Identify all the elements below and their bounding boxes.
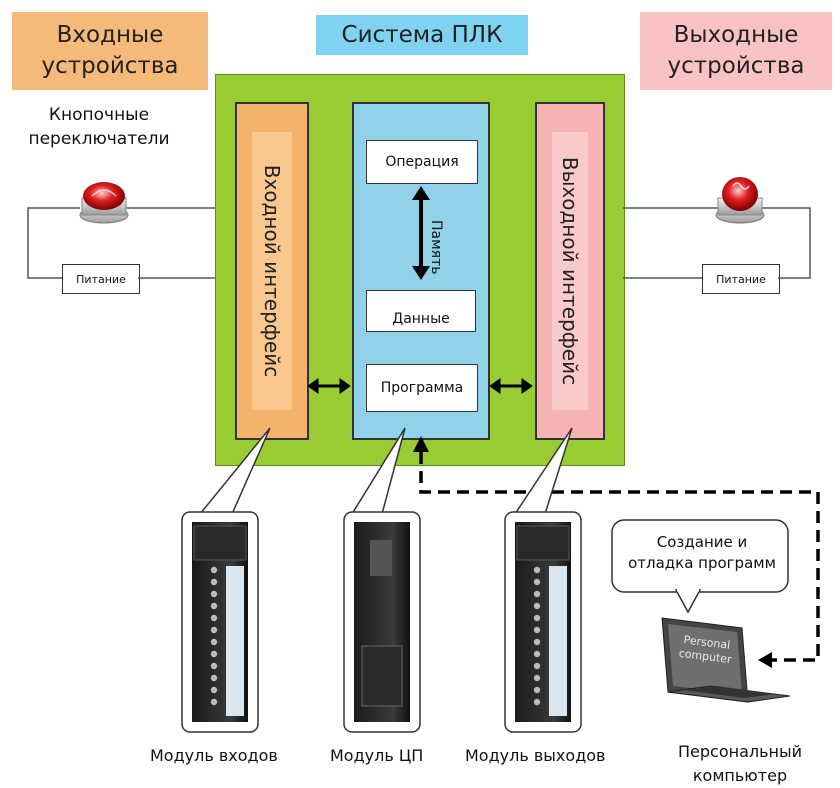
red-pushbutton-icon bbox=[79, 182, 129, 224]
module-callouts bbox=[198, 427, 573, 515]
input-module-caption: Модуль входов bbox=[150, 746, 278, 765]
terminal-screw bbox=[210, 566, 218, 574]
pc-caption: Персональный компьютер bbox=[677, 742, 803, 785]
terminal-screw bbox=[210, 650, 218, 658]
cpu-module-caption: Модуль ЦП bbox=[330, 746, 424, 765]
terminal-screw bbox=[210, 638, 218, 646]
pushbutton-label: Кнопочные переключатели bbox=[28, 105, 170, 149]
interface-arrows bbox=[307, 378, 533, 394]
output-devices-header: Выходные устройства bbox=[640, 12, 832, 90]
output-module-image bbox=[504, 511, 582, 733]
terminal-screw bbox=[533, 590, 541, 598]
operation-box: Операция bbox=[366, 140, 478, 184]
terminal-screw bbox=[533, 686, 541, 694]
terminal-screw bbox=[210, 674, 218, 682]
terminal-screw bbox=[533, 674, 541, 682]
terminal-screw bbox=[533, 602, 541, 610]
input-devices-header: Входные устройства bbox=[12, 12, 208, 90]
terminal-screw bbox=[533, 578, 541, 586]
plc-system-header: Система ПЛК bbox=[316, 15, 528, 55]
terminal-screw bbox=[210, 590, 218, 598]
terminal-screw bbox=[533, 626, 541, 634]
terminal-screw bbox=[533, 662, 541, 670]
module-terminals bbox=[210, 566, 541, 706]
cpu-module-image bbox=[343, 511, 421, 733]
terminal-screw bbox=[533, 638, 541, 646]
pc-connection-dashed bbox=[419, 452, 820, 662]
terminal-screw bbox=[210, 698, 218, 706]
output-interface: Выходной интерфейс bbox=[535, 102, 605, 440]
input-wiring bbox=[27, 207, 215, 279]
input-power-box: Питание bbox=[62, 264, 140, 294]
terminal-screw bbox=[533, 650, 541, 658]
terminal-screw bbox=[210, 602, 218, 610]
memory-arrow bbox=[412, 186, 430, 280]
output-wiring bbox=[623, 207, 811, 279]
terminal-screw bbox=[533, 614, 541, 622]
cpu-arrow-head bbox=[413, 436, 429, 452]
terminal-screw bbox=[210, 662, 218, 670]
pc-arrow-head bbox=[758, 652, 772, 668]
output-power-box: Питание bbox=[702, 264, 780, 294]
output-module-caption: Модуль выходов bbox=[465, 746, 606, 765]
input-module-image bbox=[181, 511, 259, 733]
program-box: Программа bbox=[366, 364, 478, 412]
red-lamp-icon bbox=[715, 177, 765, 224]
data-box: Данные bbox=[366, 290, 476, 332]
terminal-screw bbox=[210, 626, 218, 634]
terminal-screw bbox=[533, 698, 541, 706]
laptop-icon bbox=[661, 617, 791, 703]
terminal-screw bbox=[533, 566, 541, 574]
terminal-screw bbox=[210, 578, 218, 586]
pc-bubble-text: Создание и отладка программ bbox=[628, 533, 776, 572]
input-interface: Входной интерфейс bbox=[235, 102, 309, 440]
pc-speech-bubble bbox=[611, 519, 789, 614]
terminal-screw bbox=[210, 614, 218, 622]
terminal-screw bbox=[210, 686, 218, 694]
